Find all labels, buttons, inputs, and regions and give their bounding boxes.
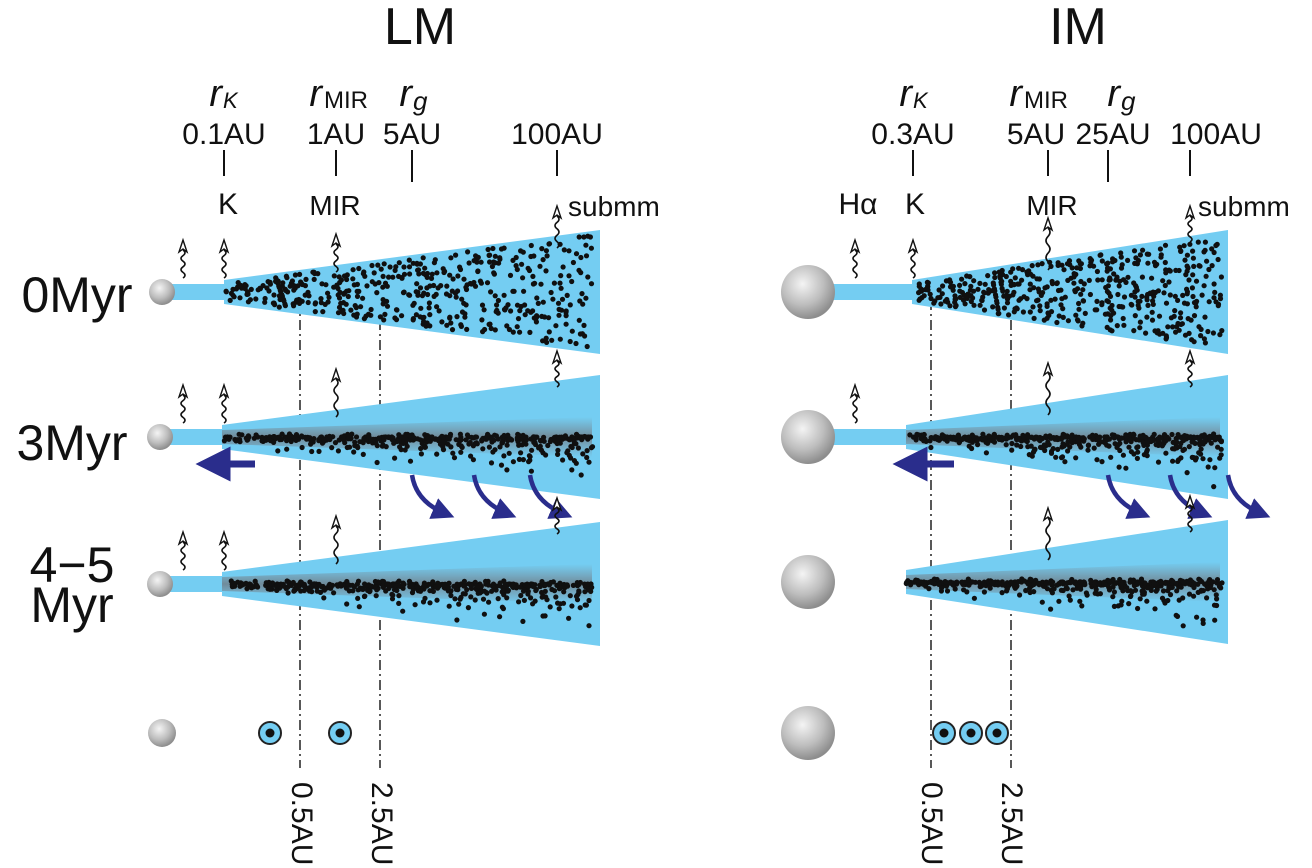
settling-arrow-0 [1105, 474, 1151, 519]
emission-wave-0 [177, 529, 189, 571]
im-100au-label: 100AU [1170, 118, 1262, 151]
dust-grains [228, 578, 595, 629]
dust-grains [223, 233, 595, 350]
im-rk-subscript: K [913, 88, 929, 113]
emission-wave-0 [177, 382, 189, 424]
settling-arrow-0 [409, 474, 455, 519]
im-star-final [781, 706, 835, 760]
emission-wave-1 [1184, 493, 1196, 533]
im-rmir-symbol: r [1009, 73, 1023, 115]
central-star [781, 555, 835, 609]
lm-rg-subscript: g [413, 86, 428, 116]
age-myr: Myr [30, 577, 113, 633]
emission-wave-0 [849, 237, 861, 279]
im-band-halpha: Hα [838, 188, 877, 221]
im-disk-4-5myr [781, 493, 1228, 644]
im-planet-3 [985, 721, 1009, 745]
dust-grains [916, 239, 1225, 346]
lm-rk-symbol: r [209, 73, 223, 115]
im-axis-0p5au: 0.5AU [915, 782, 948, 865]
dust-grains [221, 431, 596, 478]
lm-rk-subscript: K [223, 88, 239, 113]
im-band-k: K [905, 188, 925, 221]
dust-grains [907, 431, 1224, 490]
settled-midplane [222, 564, 592, 604]
lm-rmir-subscript: MIR [324, 87, 368, 114]
im-band-mir: MIR [1026, 190, 1077, 221]
gas-inner-disk [160, 576, 224, 592]
settling-arrow-2 [527, 474, 573, 519]
settling-arrow-2 [1225, 474, 1271, 519]
age-3myr: 3Myr [16, 415, 127, 471]
lm-axis-0p5au: 0.5AU [285, 782, 318, 865]
emission-wave-1 [218, 237, 230, 279]
lm-axis-2p5au: 2.5AU [365, 782, 398, 865]
im-planet-2 [959, 721, 983, 745]
central-star [781, 410, 835, 464]
lm-panel: LM r K 0.1AU r MIR 1AU r g 5AU 100AU K M… [16, 0, 659, 865]
emission-wave-1 [907, 237, 919, 279]
lm-radius-labels: r K 0.1AU r MIR 1AU r g 5AU 100AU [182, 73, 603, 182]
lm-title: LM [384, 0, 456, 56]
im-radius-labels: r K 0.3AU r MIR 5AU r g 25AU 100AU [871, 73, 1262, 182]
settling-arrow-1 [1167, 474, 1213, 519]
age-0myr: 0Myr [21, 267, 132, 323]
lm-band-submm: submm [568, 191, 660, 222]
im-disk-3myr [781, 348, 1271, 519]
im-panel: IM r K 0.3AU r MIR 5AU r g 25AU 100AU Hα… [781, 0, 1290, 865]
emission-wave-3 [551, 495, 563, 535]
emission-wave-1 [1042, 360, 1054, 416]
lm-100au-label: 100AU [511, 118, 603, 151]
im-title: IM [1049, 0, 1107, 56]
emission-wave-2 [1184, 348, 1196, 388]
im-rmir-subscript: MIR [1024, 87, 1068, 114]
lm-rmir-symbol: r [309, 73, 323, 115]
im-disk-0myr [781, 203, 1228, 354]
lm-disk-3myr [147, 348, 600, 519]
im-band-submm: submm [1198, 191, 1290, 222]
lm-rmir-au: 1AU [307, 118, 365, 151]
emission-wave-1 [218, 382, 230, 424]
lm-rg-symbol: r [399, 73, 413, 115]
emission-wave-3 [551, 203, 563, 249]
lm-band-k: K [218, 188, 238, 221]
lm-planet-1 [258, 721, 282, 745]
gas-inner-disk [160, 429, 224, 445]
central-star [149, 279, 175, 305]
settling-arrow-1 [471, 474, 517, 519]
age-4-5: 4−5 [30, 537, 115, 593]
flared-disk [224, 230, 600, 354]
im-rg-au: 25AU [1075, 118, 1150, 151]
im-rg-subscript: g [1121, 86, 1136, 116]
emission-wave-0 [849, 382, 861, 424]
emission-wave-3 [551, 348, 563, 388]
central-star [147, 424, 173, 450]
emission-wave-2 [330, 513, 342, 565]
emission-wave-2 [1042, 215, 1054, 271]
im-rg-symbol: r [1107, 73, 1121, 115]
emission-wave-0 [1042, 505, 1054, 561]
gas-inner-disk [162, 284, 224, 300]
im-planet-1 [932, 721, 956, 745]
lm-disk-4-5myr [147, 495, 600, 646]
lm-star-final [148, 719, 176, 747]
emission-wave-2 [330, 366, 342, 418]
emission-wave-1 [218, 529, 230, 571]
im-rk-au: 0.3AU [871, 118, 954, 151]
dust-grains [903, 576, 1225, 629]
central-star [147, 571, 173, 597]
lm-rg-au: 5AU [383, 118, 441, 151]
lm-planet-2 [328, 721, 352, 745]
im-rmir-au: 5AU [1007, 118, 1065, 151]
emission-wave-2 [330, 231, 342, 273]
lm-band-mir: MIR [309, 190, 360, 221]
im-rk-symbol: r [899, 73, 913, 115]
emission-wave-3 [1184, 203, 1196, 243]
emission-wave-0 [177, 237, 189, 279]
lm-disk-0myr [149, 203, 600, 354]
lm-rk-au: 0.1AU [182, 118, 265, 151]
im-axis-2p5au: 2.5AU [995, 782, 1028, 865]
central-star [781, 265, 835, 319]
